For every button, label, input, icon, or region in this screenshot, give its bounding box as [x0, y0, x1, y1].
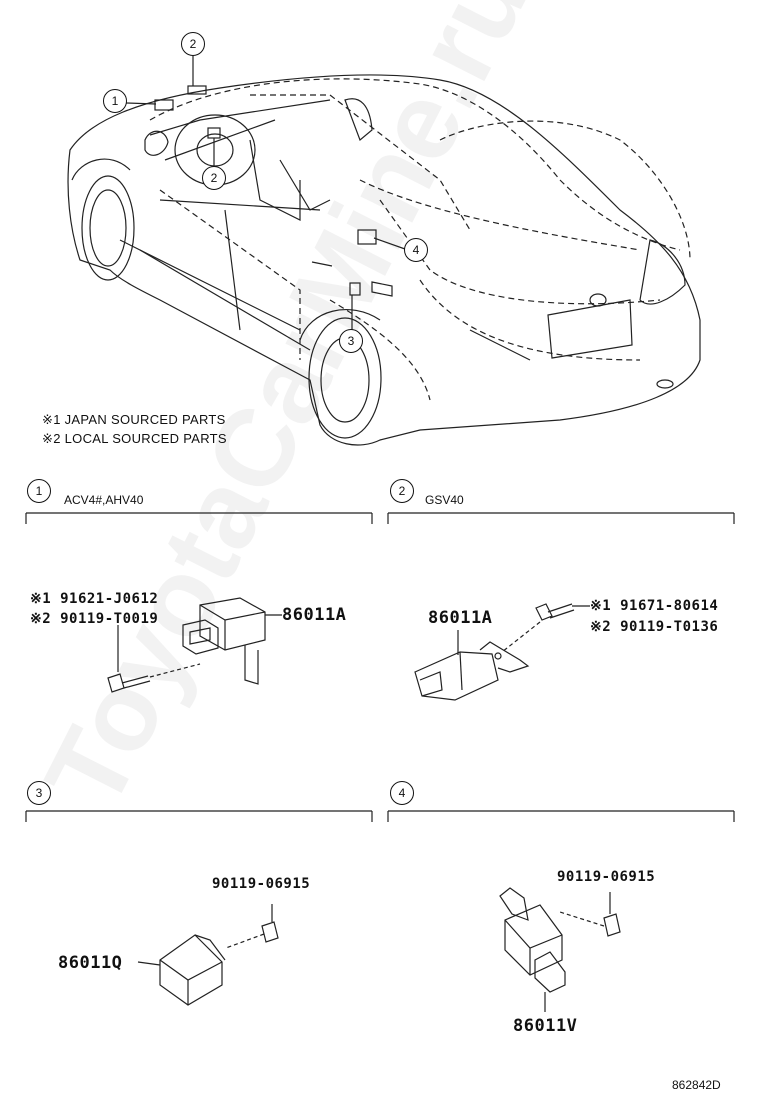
section-2-bolt-japan[interactable]: ※1 91671-80614: [590, 598, 719, 614]
diagram-code: 862842D: [672, 1078, 721, 1092]
car-illustration: [67, 56, 701, 446]
callout-2-top[interactable]: 2: [181, 32, 205, 56]
callout-1[interactable]: 1: [103, 89, 127, 113]
section-3-bolt[interactable]: 90119-06915: [212, 876, 311, 892]
section-1-label: ACV4#,AHV40: [64, 493, 144, 507]
section-1-bolt-japan[interactable]: ※1 91621-J0612: [30, 591, 159, 607]
callout-3[interactable]: 3: [339, 329, 363, 353]
section-3-part-number[interactable]: 86011Q: [58, 953, 123, 973]
callout-4[interactable]: 4: [404, 238, 428, 262]
section-2-number: 2: [390, 479, 414, 503]
section-3-number: 3: [27, 781, 51, 805]
note-local-sourced: ※2 LOCAL SOURCED PARTS: [42, 431, 227, 446]
section-2-bolt-local[interactable]: ※2 90119-T0136: [590, 619, 719, 635]
section-1-number: 1: [27, 479, 51, 503]
section-2-part-number[interactable]: 86011A: [428, 608, 493, 628]
section-4-part-number[interactable]: 86011V: [513, 1016, 578, 1036]
section-4-number: 4: [390, 781, 414, 805]
section-2-label: GSV40: [425, 493, 464, 507]
section-4-bolt[interactable]: 90119-06915: [557, 869, 656, 885]
section-1-part-number[interactable]: 86011A: [282, 605, 347, 625]
callout-2-dash[interactable]: 2: [202, 166, 226, 190]
section-1-bolt-local[interactable]: ※2 90119-T0019: [30, 611, 159, 627]
note-japan-sourced: ※1 JAPAN SOURCED PARTS: [42, 412, 226, 427]
